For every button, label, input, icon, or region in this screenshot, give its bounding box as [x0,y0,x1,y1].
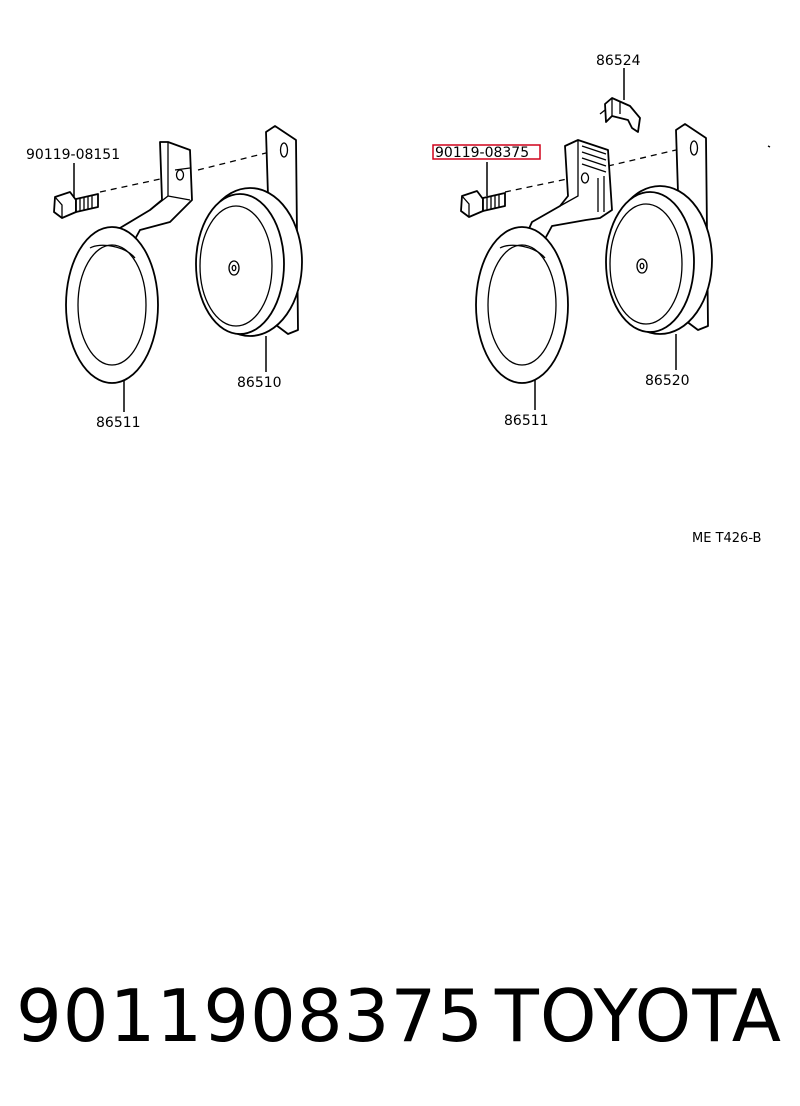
diagram-code: ME T426-B [692,531,761,546]
bolt-left[interactable] [53,191,99,219]
label-bolt-left[interactable]: 90119-08151 [26,147,120,163]
alignment-line [504,177,573,193]
horn-left[interactable] [195,125,303,337]
alignment-line [99,177,166,193]
label-bracket-right[interactable]: 86511 [504,413,549,429]
connector-86524[interactable] [599,97,641,133]
bolt-right[interactable] [460,190,506,218]
left-assembly [53,125,303,412]
alignment-line [607,149,677,167]
highlight-box [432,144,541,160]
label-bolt-right[interactable]: 90119-08375 [435,145,529,161]
stray-mark [767,145,771,148]
label-connector[interactable]: 86524 [596,53,641,69]
horn-assembly-diagram: 90119-08151 86511 86510 90119-08375 8652… [26,53,771,546]
brand-name: TOYOTA [494,974,782,1058]
alignment-line [197,151,271,171]
label-horn-right[interactable]: 86520 [645,373,690,389]
label-bracket-left[interactable]: 86511 [96,415,141,431]
footer: 9011908375 TOYOTA [0,968,800,1068]
label-horn-left[interactable]: 86510 [237,375,282,391]
right-assembly [460,68,771,410]
bracket-right[interactable] [475,139,613,384]
bracket-left[interactable] [65,141,193,384]
horn-right[interactable] [605,123,713,335]
part-number: 9011908375 [16,974,485,1058]
